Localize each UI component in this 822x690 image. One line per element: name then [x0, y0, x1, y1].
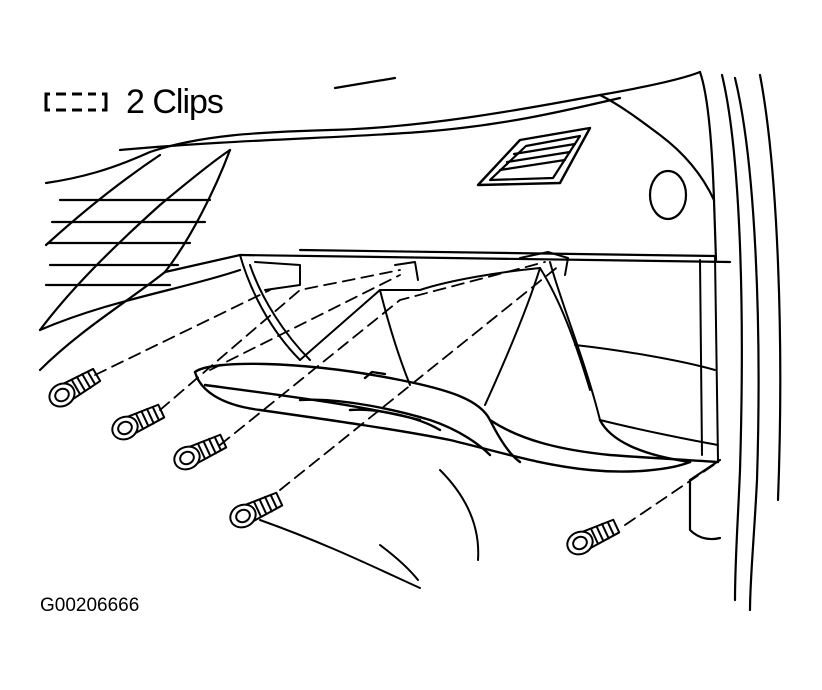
- screw-4: [229, 491, 284, 529]
- screw-2: [111, 403, 166, 441]
- legend-label: 2 Clips: [126, 82, 224, 121]
- glovebox-frame: [239, 251, 719, 461]
- screw-5: [566, 518, 621, 556]
- dashboard-panel: [38, 70, 732, 372]
- glovebox-door: [193, 362, 720, 473]
- door-pillar: [688, 73, 782, 612]
- lower-trim: [259, 469, 480, 589]
- legend: 2 Clips: [44, 80, 224, 124]
- screw-alignment-lines: [94, 261, 719, 526]
- screw-3: [173, 433, 228, 471]
- figure-id: G00206666: [40, 595, 140, 616]
- screw-1: [48, 367, 102, 408]
- clip-symbol-icon: [44, 91, 108, 113]
